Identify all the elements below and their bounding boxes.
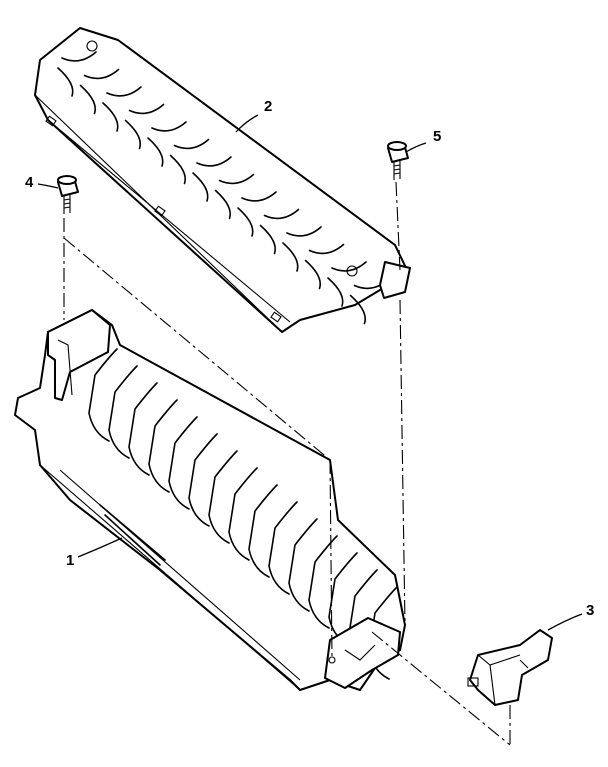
leader-part-4 xyxy=(37,183,59,189)
callout-part-1: 1 xyxy=(66,552,75,569)
lower-guide-rib xyxy=(188,433,218,527)
clip-part xyxy=(467,629,553,706)
lower-guide-rib xyxy=(228,467,258,561)
upper-guide-rib xyxy=(237,191,277,237)
lower-guide-rib xyxy=(208,450,238,544)
upper-guide-rib xyxy=(327,261,367,307)
callout-part-5: 5 xyxy=(433,128,442,145)
upper-guide-rib xyxy=(282,226,322,272)
upper-guide-rib xyxy=(124,103,165,150)
lower-guide-rib xyxy=(108,365,138,459)
leader-part-1 xyxy=(77,537,123,558)
lower-guide-rib xyxy=(88,348,118,442)
upper-guide-rib xyxy=(102,86,142,132)
lower-guide-rib xyxy=(168,416,198,510)
lower-guide-rib xyxy=(308,535,338,629)
callout-part-3: 3 xyxy=(586,602,595,619)
upper-guide-rib xyxy=(147,121,187,167)
leader-part-3 xyxy=(547,613,583,631)
lower-guide-rib xyxy=(248,484,278,578)
screw-part-5 xyxy=(387,141,409,180)
screw-part-4 xyxy=(57,175,79,214)
callout-part-2: 2 xyxy=(264,98,273,115)
callout-part-4: 4 xyxy=(25,174,34,191)
lower-guide-rib xyxy=(268,501,298,595)
paper-guide-lower-assembly-part xyxy=(14,309,406,691)
upper-guide-rib xyxy=(259,208,300,255)
upper-guide-rib xyxy=(57,51,97,97)
lower-guide-rib xyxy=(128,382,158,476)
upper-guide-rib xyxy=(304,243,345,290)
leader-part-2 xyxy=(235,114,259,133)
lower-guide-rib xyxy=(288,518,318,612)
lower-guide-rib xyxy=(148,399,178,493)
upper-guide-rib xyxy=(192,156,232,202)
assembly-lines xyxy=(63,181,511,746)
callout-leaders xyxy=(37,114,583,631)
upper-guide-rib xyxy=(79,68,120,115)
upper-guide-rib xyxy=(169,138,210,185)
upper-guide-rib xyxy=(214,173,255,220)
leader-part-5 xyxy=(405,142,427,153)
paper-guide-upper-part xyxy=(34,27,411,333)
